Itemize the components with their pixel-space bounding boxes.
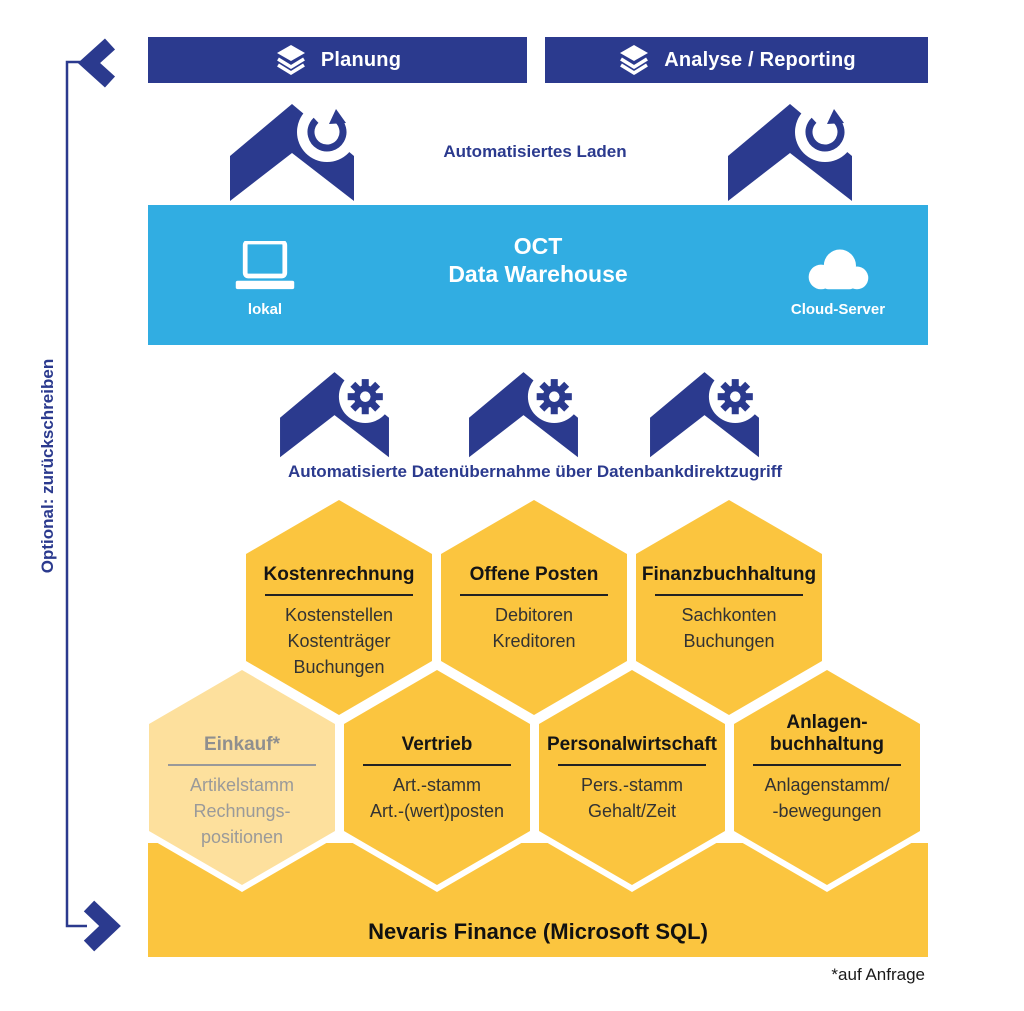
upload-arrow-refresh-icon: [728, 104, 855, 201]
hexagon-divider: [460, 594, 608, 596]
hexagon-title-line: Anlagen-: [786, 712, 868, 733]
chevron-left-icon: [77, 38, 116, 88]
hexagon-label-einkauf: Einkauf* Artikelstamm Rechnungs- positio…: [149, 708, 335, 850]
hexagon-vertrieb: [338, 663, 536, 892]
upload-arrow-gear-icon: [650, 372, 762, 458]
hexagon-divider: [168, 764, 316, 766]
hexagon-title: Personalwirtschaft: [547, 734, 717, 755]
hexagon-label-finanzbuchhaltung: Finanzbuchhaltung Sachkonten Buchungen: [636, 538, 822, 654]
hexagon-items: Sachkonten Buchungen: [636, 602, 822, 654]
oct-data-warehouse-banner: lokal OCT Data Warehouse Cloud-Server: [148, 205, 928, 345]
hexagon-items: Debitoren Kreditoren: [441, 602, 627, 654]
hexagon-offene-posten: [435, 493, 633, 722]
cloud-icon: [808, 249, 869, 290]
warehouse-title-line1: OCT: [513, 233, 563, 259]
hexagon-item: Kostenstellen: [284, 605, 394, 625]
hexagon-items: Art.-stamm Art.-(wert)posten: [344, 772, 530, 824]
chevron-right-icon: [83, 900, 121, 952]
hexagon-item: Art.-(wert)posten: [369, 801, 505, 821]
load-label: Automatisiertes Laden: [443, 142, 627, 161]
hexagon-item: Artikelstamm: [189, 775, 294, 795]
hexagon-kostenrechnung: [240, 493, 438, 722]
hexagon-item: Anlagenstamm/: [764, 775, 890, 795]
hexagon-personalwirtschaft: [533, 663, 731, 892]
footnote: *auf Anfrage: [831, 965, 925, 984]
laptop-icon: [235, 241, 295, 290]
layers-icon: [276, 45, 305, 76]
layers-icon: [620, 45, 649, 76]
gear-icon: [717, 379, 753, 415]
optional-writeback-label: Optional: zurückschreiben: [38, 358, 57, 574]
gear-icon: [347, 379, 383, 415]
local-group: lokal: [195, 241, 335, 318]
hexagon-title: Vertrieb: [401, 734, 473, 755]
hexagon-label-kostenrechnung: Kostenrechnung Kostenstellen Kostenträge…: [246, 538, 432, 680]
refresh-icon-arrowhead: [329, 109, 346, 124]
hexagon-divider: [753, 764, 901, 766]
hexagon-item: -bewegungen: [772, 801, 882, 821]
hexagon-item: Debitoren: [494, 605, 574, 625]
hexagon-item: Kreditoren: [492, 631, 576, 651]
banner-analyse-reporting: Analyse / Reporting: [545, 37, 928, 83]
hexagon-item: Gehalt/Zeit: [587, 801, 677, 821]
hexagon-item: positionen: [200, 827, 284, 847]
banner-planung-label: Planung: [320, 48, 402, 71]
gear-icon: [536, 379, 572, 415]
hexagon-item: Buchungen: [683, 631, 775, 651]
hexagon-title-line: buchhaltung: [770, 734, 884, 755]
hexagon-label-personalwirtschaft: Personalwirtschaft Pers.-stamm Gehalt/Ze…: [539, 708, 725, 824]
hexagon-finanzbuchhaltung: [630, 493, 828, 722]
refresh-icon-arrowhead: [827, 109, 844, 124]
warehouse-title-line2: Data Warehouse: [448, 261, 628, 287]
hexagon-title: Kostenrechnung: [263, 564, 415, 585]
refresh-icon-backdrop: [795, 104, 855, 162]
hexagon-einkauf: [143, 663, 341, 892]
hexagon-item: Rechnungs-: [193, 801, 291, 821]
hexagon-items: Artikelstamm Rechnungs- positionen: [149, 772, 335, 850]
hexagon-items: Kostenstellen Kostenträger Buchungen: [246, 602, 432, 680]
hexagon-label-anlagenbuchhaltung: Anlagen- buchhaltung Anlagenstamm/ -bewe…: [734, 708, 920, 824]
hexagon-divider: [558, 764, 706, 766]
hexagon-divider: [265, 594, 413, 596]
warehouse-title: OCT Data Warehouse: [148, 232, 928, 288]
upload-arrow-gear-icon: [280, 372, 392, 458]
hexagon-divider: [655, 594, 803, 596]
cloud-group: Cloud-Server: [768, 241, 908, 318]
base-banner-label: Nevaris Finance (Microsoft SQL): [368, 919, 708, 944]
hexagon-title: Finanzbuchhaltung: [641, 564, 817, 585]
hexagon-item: Sachkonten: [681, 605, 777, 625]
hexagon-item: Buchungen: [293, 657, 385, 677]
transfer-label: Automatisierte Datenübernahme über Daten…: [287, 462, 783, 481]
hexagon-item: Pers.-stamm: [580, 775, 683, 795]
hexagon-items: Pers.-stamm Gehalt/Zeit: [539, 772, 725, 824]
banner-planung: Planung: [148, 37, 527, 83]
hexagon-item: Kostenträger: [287, 631, 391, 651]
hexagon-item: Art.-stamm: [393, 775, 481, 795]
upload-arrow-gear-icon: [469, 372, 581, 458]
hexagon-title: Anlagen- buchhaltung: [734, 708, 920, 756]
local-label: lokal: [247, 301, 283, 318]
hexagon-anlagenbuchhaltung: [728, 663, 926, 892]
hexagon-label-offene-posten: Offene Posten Debitoren Kreditoren: [441, 538, 627, 654]
hexagon-items: Anlagenstamm/ -bewegungen: [734, 772, 920, 824]
cloud-server-label: Cloud-Server: [790, 301, 886, 318]
hexagon-divider: [363, 764, 511, 766]
hexagon-title: Einkauf*: [203, 734, 281, 755]
hexagon-label-vertrieb: Vertrieb Art.-stamm Art.-(wert)posten: [344, 708, 530, 824]
hexagon-title: Offene Posten: [469, 564, 599, 585]
upload-arrow-refresh-icon: [230, 104, 357, 201]
banner-analyse-label: Analyse / Reporting: [664, 48, 856, 71]
